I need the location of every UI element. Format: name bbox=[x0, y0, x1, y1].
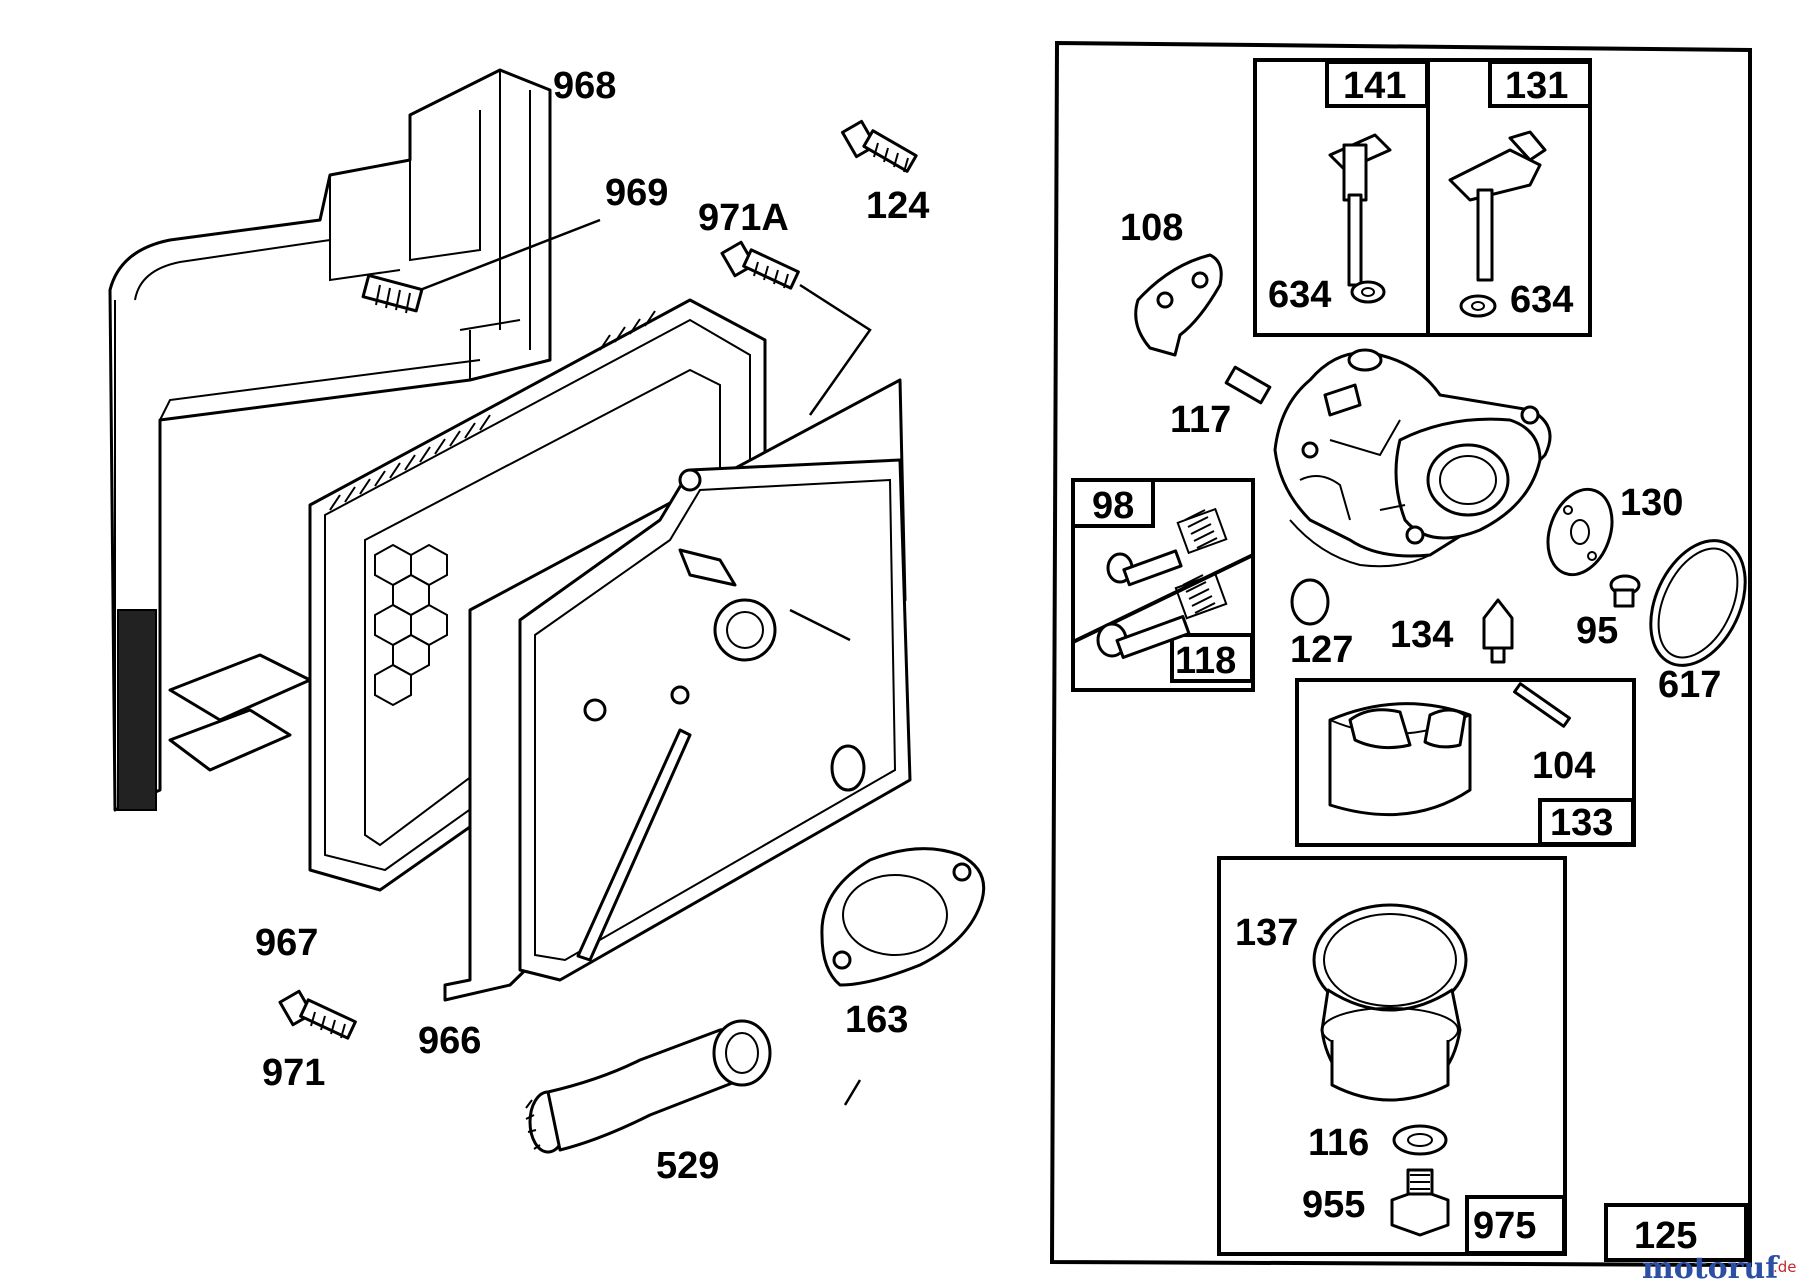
watermark-logo: motoruf .de bbox=[1642, 1251, 1797, 1286]
part-label-966: 966 bbox=[418, 1020, 481, 1062]
mixture-screw-part bbox=[1096, 615, 1191, 659]
part-label-127: 127 bbox=[1290, 629, 1353, 671]
air-cleaner-base-part bbox=[108, 68, 552, 812]
part-label-137: 137 bbox=[1235, 912, 1298, 954]
part-label-117: 117 bbox=[1170, 399, 1231, 441]
part-label-163: 163 bbox=[845, 999, 908, 1041]
choke-plate-part bbox=[1134, 253, 1223, 357]
kit-box-label-98: 98 bbox=[1092, 485, 1134, 527]
part-label-116: 116 bbox=[1308, 1122, 1369, 1164]
breather-tube-part bbox=[525, 1019, 772, 1154]
bowl-nut-part bbox=[1390, 1168, 1450, 1237]
part-label-104: 104 bbox=[1532, 745, 1595, 787]
spring-part-lower bbox=[1174, 572, 1228, 620]
float-kit-box bbox=[1295, 678, 1636, 847]
part-label-971: 971 bbox=[262, 1052, 325, 1094]
float-bowl-kit-box bbox=[1217, 856, 1567, 1256]
carburetor-kit-panel bbox=[1049, 40, 1752, 1268]
kit-box-label-118: 118 bbox=[1175, 640, 1236, 682]
part-label-124: 124 bbox=[866, 185, 929, 227]
mixture-screw-kit-box bbox=[1071, 478, 1255, 692]
screw-part-971a bbox=[720, 240, 800, 290]
inlet-needle-part bbox=[1482, 598, 1514, 664]
part-label-967: 967 bbox=[255, 922, 318, 964]
throttle-shaft-part bbox=[1328, 133, 1392, 304]
part-label-634-left: 634 bbox=[1268, 274, 1331, 316]
part-label-529: 529 bbox=[656, 1145, 719, 1187]
kit-box-label-125: 125 bbox=[1634, 1215, 1697, 1257]
choke-shaft-part bbox=[1448, 130, 1547, 318]
washer-part-116 bbox=[1392, 1124, 1448, 1156]
screw-part-124 bbox=[840, 119, 918, 173]
float-bowl-part bbox=[1312, 903, 1468, 1102]
watermark-brand: motoruf bbox=[1642, 1251, 1780, 1286]
air-cleaner-cover-part bbox=[443, 378, 912, 1002]
float-hinge-pin-part bbox=[1513, 682, 1571, 728]
kit-box-label-141: 141 bbox=[1343, 65, 1406, 107]
part-label-969: 969 bbox=[605, 172, 668, 214]
screw-part-95 bbox=[1609, 574, 1641, 608]
filter-pleat-pattern bbox=[374, 543, 448, 707]
leader-lines-left bbox=[419, 218, 872, 1106]
part-label-134: 134 bbox=[1390, 614, 1453, 656]
o-ring-part-617 bbox=[1649, 539, 1747, 667]
part-label-955: 955 bbox=[1302, 1184, 1365, 1226]
kit-box-label-131: 131 bbox=[1505, 65, 1568, 107]
screw-part-971 bbox=[278, 989, 357, 1040]
float-pin-part bbox=[1224, 365, 1272, 405]
gasket-part-130 bbox=[1546, 487, 1614, 577]
stud-part bbox=[361, 273, 424, 314]
welch-plug-part bbox=[1290, 578, 1330, 626]
part-label-130: 130 bbox=[1620, 482, 1683, 524]
throttle-shaft-kit-box bbox=[1253, 58, 1592, 337]
spring-part bbox=[1176, 507, 1228, 555]
idle-screw-part bbox=[1106, 549, 1183, 587]
watermark-suffix: .de bbox=[1773, 1258, 1797, 1276]
kit-box-label-133: 133 bbox=[1550, 802, 1613, 844]
gasket-part-163 bbox=[820, 847, 986, 987]
carburetor-assembly-box bbox=[1604, 1203, 1748, 1262]
part-label-971a: 971A bbox=[698, 197, 789, 239]
part-label-634-right: 634 bbox=[1510, 279, 1573, 321]
part-label-617: 617 bbox=[1658, 664, 1721, 706]
float-part bbox=[1328, 702, 1472, 817]
part-label-108: 108 bbox=[1120, 207, 1183, 249]
carburetor-body-part bbox=[1273, 348, 1552, 568]
part-label-968: 968 bbox=[553, 65, 616, 107]
kit-box-label-975: 975 bbox=[1473, 1205, 1536, 1247]
part-label-95: 95 bbox=[1576, 610, 1618, 652]
